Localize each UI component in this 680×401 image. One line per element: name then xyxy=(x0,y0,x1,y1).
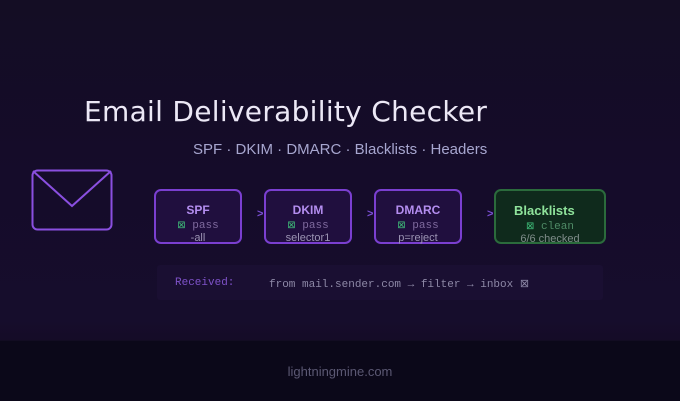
flow-arrow: > xyxy=(367,208,374,220)
check-detail: selector1 xyxy=(285,232,331,244)
envelope-icon xyxy=(31,169,113,231)
check-status: ⊠ pass xyxy=(156,219,240,233)
log-label: Received: xyxy=(175,277,235,289)
check-card-blacklists[interactable]: Blacklists ⊠ clean 6/6 checked xyxy=(494,189,606,245)
check-card-dmarc[interactable]: DMARC ⊠ pass p=reject xyxy=(374,189,462,244)
check-name: SPF xyxy=(186,203,210,217)
check-icon: ⊠ xyxy=(287,220,296,231)
footer-link[interactable]: lightningmine.com xyxy=(287,364,393,379)
check-icon: ⊠ xyxy=(397,220,406,231)
check-status-text: pass xyxy=(412,220,439,232)
check-name: DKIM xyxy=(292,203,324,217)
check-status: ⊠ clean xyxy=(496,220,604,234)
check-detail: p=reject xyxy=(398,232,438,244)
page-subtitle: SPF · DKIM · DMARC · Blacklists · Header… xyxy=(193,141,488,158)
check-card-spf[interactable]: SPF ⊠ pass -all xyxy=(154,189,242,244)
page-title: Email Deliverability Checker xyxy=(84,95,488,128)
check-detail: -all xyxy=(190,232,206,244)
footer xyxy=(0,340,680,401)
check-status-text: pass xyxy=(192,220,219,232)
log-value: from mail.sender.com → filter → inbox ⊠ xyxy=(269,279,530,291)
check-name: DMARC xyxy=(395,203,441,217)
received-header-log: Received: from mail.sender.com → filter … xyxy=(157,265,603,300)
flow-arrow: > xyxy=(257,208,264,220)
check-status-text: pass xyxy=(302,220,329,232)
check-detail: 6/6 checked xyxy=(520,233,580,245)
check-status: ⊠ pass xyxy=(266,219,350,233)
check-icon: ⊠ xyxy=(177,220,186,231)
check-icon: ⊠ xyxy=(525,221,535,232)
check-card-dkim[interactable]: DKIM ⊠ pass selector1 xyxy=(264,189,352,244)
check-status-text: clean xyxy=(540,221,574,233)
check-name: Blacklists xyxy=(514,203,575,218)
flow-arrow: > xyxy=(487,208,494,220)
check-status: ⊠ pass xyxy=(376,219,460,233)
